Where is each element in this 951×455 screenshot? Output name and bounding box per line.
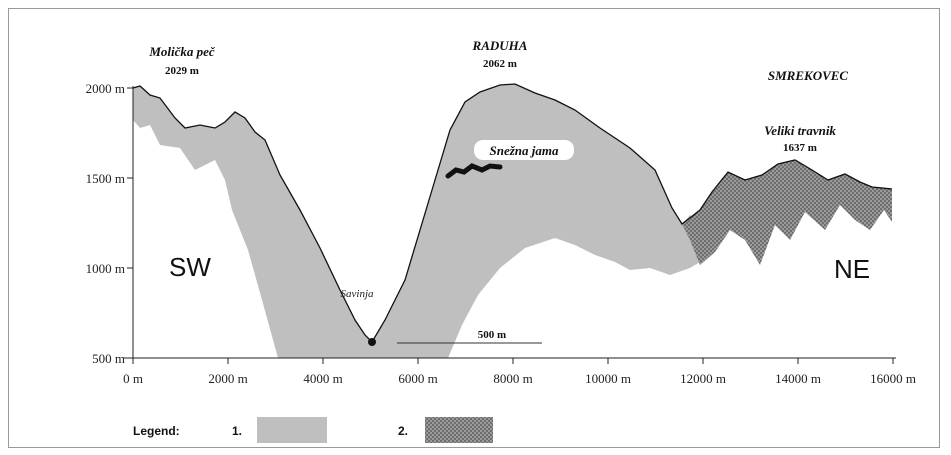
cave-label: Snežna jama [490,143,559,158]
x-tick-label: 2000 m [208,371,247,386]
y-tick-label: 500 m [92,351,125,366]
peak-label-veliki-travnik: Veliki travnik [764,123,836,138]
x-tick-label: 12000 m [680,371,726,386]
legend-item-2-label: 2. [398,424,408,438]
river-label: Savinja [341,288,374,300]
terrain-profile-line [132,83,893,344]
x-tick-label: 4000 m [303,371,342,386]
legend-swatch-1 [257,417,327,443]
unit-1-area [133,84,700,358]
peak-elevation-molicka: 2029 m [165,65,199,77]
figure-frame [8,8,940,448]
cave-passage [445,163,503,179]
x-tick-label: 16000 m [870,371,916,386]
scale-bar-label: 500 m [478,329,506,341]
direction-ne: NE [834,254,870,284]
peak-elevation-veliki-travnik: 1637 m [783,142,817,154]
legend-title: Legend: [133,424,180,438]
y-tick-label: 1500 m [86,171,125,186]
x-tick-label: 6000 m [398,371,437,386]
peak-label-raduha: RADUHA [472,38,528,53]
peak-label-smrekovec: SMREKOVEC [768,68,849,83]
legend-swatch-2 [425,417,493,443]
peak-label-molicka: Molička peč [148,44,216,59]
peak-elevation-raduha: 2062 m [483,58,517,70]
direction-sw: SW [169,252,211,282]
cave-label-background [474,140,574,160]
y-tick-label: 1000 m [86,261,125,276]
x-tick-label: 8000 m [493,371,532,386]
x-tick-label: 14000 m [775,371,821,386]
x-tick-label: 0 m [123,371,143,386]
y-tick-label: 2000 m [86,81,125,96]
unit-2-area [682,160,892,265]
river-point [368,338,376,346]
x-tick-label: 10000 m [585,371,631,386]
legend-item-1-label: 1. [232,424,242,438]
x-tick-marks [132,358,894,364]
